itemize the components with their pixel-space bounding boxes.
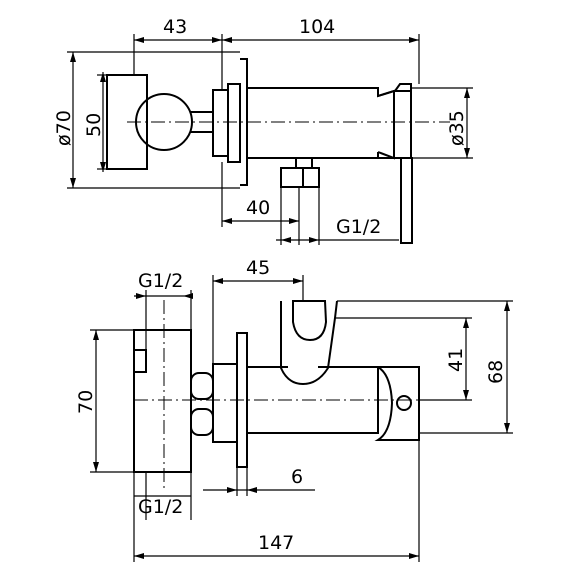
arrow — [281, 237, 291, 243]
arrow — [134, 37, 144, 43]
front-handle-cap — [374, 366, 420, 441]
arrow — [70, 52, 76, 62]
arrow — [504, 423, 510, 433]
outlet-nipple-top — [295, 157, 313, 169]
lever-handle — [400, 157, 413, 244]
dim-45: 45 — [246, 257, 270, 279]
arrow — [289, 218, 299, 224]
dim-104: 104 — [299, 16, 335, 38]
arrow — [227, 487, 237, 493]
arrow — [463, 318, 469, 328]
arrow — [309, 237, 319, 243]
top-view: 43 104 ø70 50 ø35 40 — [53, 16, 473, 245]
dim-diameter-70: ø70 — [53, 110, 75, 146]
inlet-pipe-upper — [190, 372, 214, 400]
lever-top — [394, 83, 412, 92]
dim-70-front: 70 — [75, 390, 97, 414]
arrow — [409, 553, 419, 559]
valve-body — [247, 87, 412, 159]
arrow — [293, 278, 303, 284]
arrow — [100, 162, 106, 172]
arrow — [464, 148, 470, 158]
dim-41: 41 — [445, 348, 467, 372]
arrow — [93, 330, 99, 340]
wall-box — [133, 329, 192, 473]
arrow — [464, 88, 470, 98]
front-view: G1/2 45 70 41 68 6 — [75, 257, 513, 562]
outlet-nipple — [280, 167, 320, 188]
dim-g12-inlet-top: G1/2 — [138, 270, 183, 292]
dim-68: 68 — [485, 360, 507, 384]
dim-50: 50 — [83, 113, 105, 137]
holder-slot — [292, 300, 328, 342]
cover-plate-front — [227, 83, 241, 163]
handle-base — [377, 89, 395, 160]
arrow — [247, 487, 257, 493]
arrow — [222, 218, 232, 224]
arrow — [70, 178, 76, 188]
arrow — [100, 72, 106, 82]
inlet-pipe-lower — [190, 408, 214, 436]
arrow — [212, 37, 222, 43]
arrow — [213, 278, 223, 284]
dim-40: 40 — [246, 197, 270, 219]
arrow — [93, 462, 99, 472]
handle-screw — [396, 395, 412, 411]
arrow — [463, 390, 469, 400]
dim-g12-inlet-bottom: G1/2 — [138, 496, 183, 518]
wall-box-notch — [134, 349, 147, 373]
dim-6: 6 — [291, 466, 303, 488]
dim-g12-outlet: G1/2 — [336, 216, 381, 238]
cover-plate — [212, 363, 238, 443]
dim-147: 147 — [258, 532, 294, 554]
arrow — [222, 37, 232, 43]
cover-plate-back — [212, 89, 229, 157]
arrow — [504, 301, 510, 311]
dim-43: 43 — [163, 16, 187, 38]
dim-diameter-35: ø35 — [446, 110, 468, 146]
arrow — [134, 553, 144, 559]
arrow — [409, 37, 419, 43]
arrow — [136, 293, 146, 299]
shower-holder — [280, 300, 338, 386]
